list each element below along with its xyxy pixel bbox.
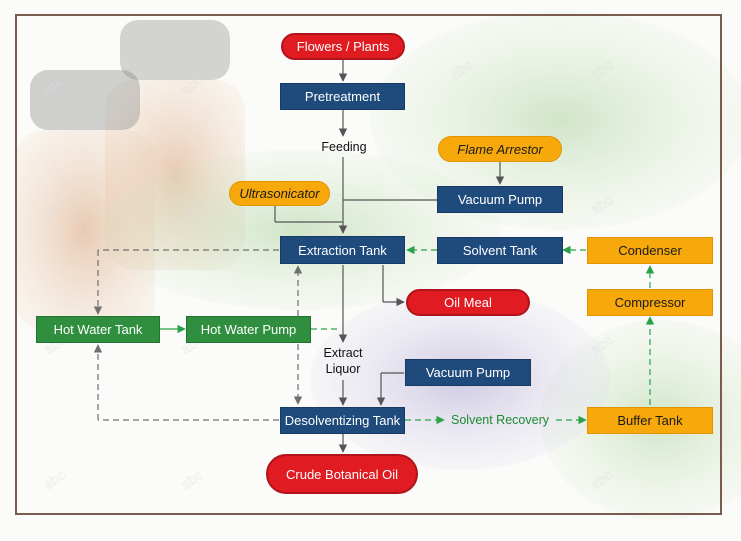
vacuum-pump-top-label: Vacuum Pump <box>457 192 543 207</box>
solvent-recovery-label: Solvent Recovery <box>451 413 549 427</box>
hot-water-pump-label: Hot Water Pump <box>200 322 297 337</box>
flowers-plants-node: Flowers / Plants <box>281 33 405 60</box>
vacuum-pump-bottom-label: Vacuum Pump <box>425 365 511 380</box>
compressor-label: Compressor <box>614 295 686 310</box>
crude-botanical-oil-label: Crude Botanical Oil <box>286 466 398 482</box>
extract-liquor-label: Extract Liquor <box>311 345 375 377</box>
buffer-tank-label: Buffer Tank <box>617 413 683 428</box>
condenser-label: Condenser <box>618 243 682 258</box>
solvent-tank-node: Solvent Tank <box>437 237 563 264</box>
pretreatment-label: Pretreatment <box>304 89 381 104</box>
ultrasonicator-label: Ultrasonicator <box>239 186 320 201</box>
vacuum-pump-top-node: Vacuum Pump <box>437 186 563 213</box>
flame-arrestor-label: Flame Arrestor <box>457 141 543 157</box>
feeding-label: Feeding <box>321 140 367 154</box>
oil-meal-label: Oil Meal <box>444 295 492 310</box>
condenser-node: Condenser <box>587 237 713 264</box>
crude-botanical-oil-node: Crude Botanical Oil <box>266 454 418 494</box>
pretreatment-node: Pretreatment <box>280 83 405 110</box>
desolventizing-tank-node: Desolventizing Tank <box>280 407 405 434</box>
extraction-tank-label: Extraction Tank <box>298 242 387 258</box>
solvent-tank-label: Solvent Tank <box>462 243 538 258</box>
ultrasonicator-node: Ultrasonicator <box>229 181 330 206</box>
compressor-node: Compressor <box>587 289 713 316</box>
vacuum-pump-bottom-node: Vacuum Pump <box>405 359 531 386</box>
flowers-plants-label: Flowers / Plants <box>296 39 390 54</box>
flame-arrestor-node: Flame Arrestor <box>438 136 562 162</box>
oil-meal-node: Oil Meal <box>406 289 530 316</box>
buffer-tank-node: Buffer Tank <box>587 407 713 434</box>
hot-water-tank-label: Hot Water Tank <box>53 322 143 337</box>
liquor-line: Liquor <box>325 362 361 376</box>
hot-water-tank-node: Hot Water Tank <box>36 316 160 343</box>
desolventizing-tank-label: Desolventizing Tank <box>284 413 401 428</box>
extraction-tank-node: Extraction Tank <box>280 236 405 264</box>
diagram-frame <box>15 14 722 515</box>
hot-water-pump-node: Hot Water Pump <box>186 316 311 343</box>
extract-line: Extract <box>323 346 363 360</box>
